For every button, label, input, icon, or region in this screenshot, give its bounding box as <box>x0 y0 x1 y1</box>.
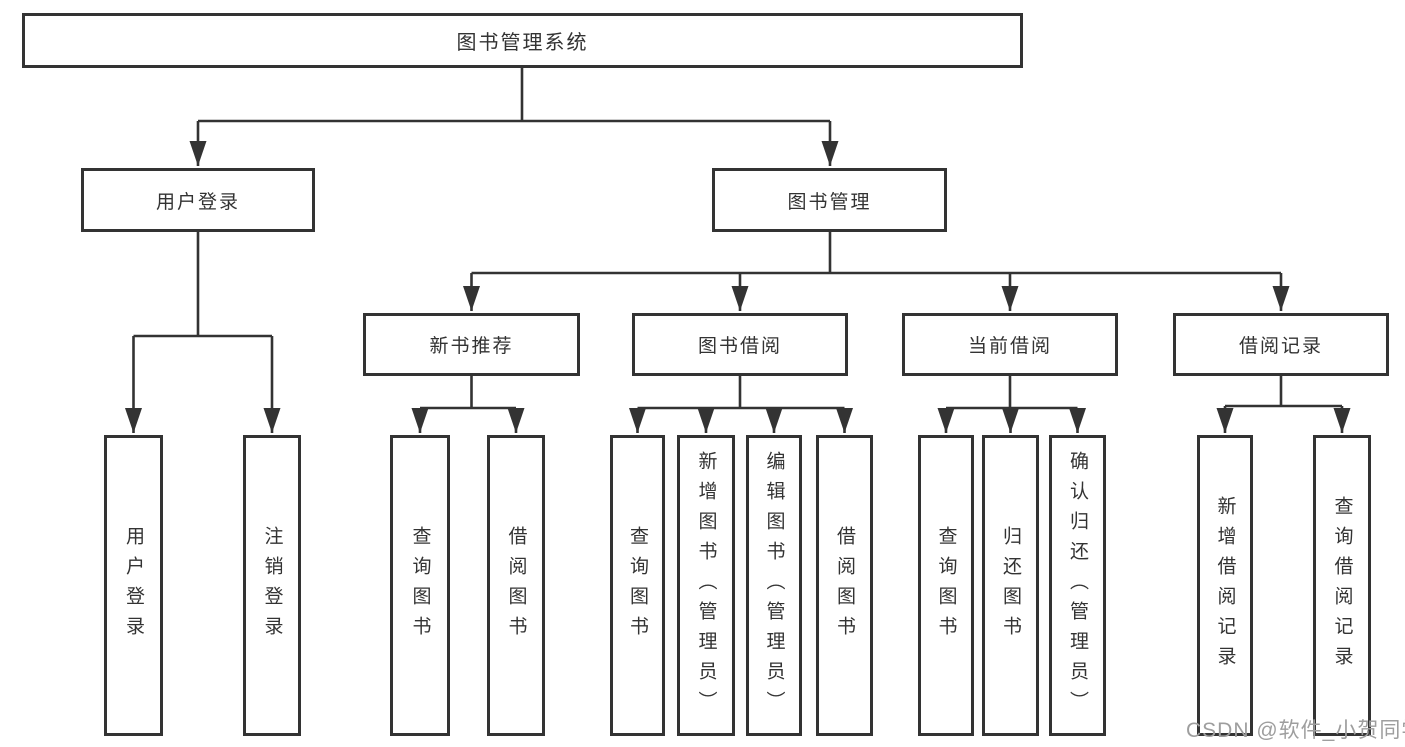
leaf-borrow-books-recommend: 借阅图书 <box>487 435 545 736</box>
connector-current-borrowing <box>946 376 1078 410</box>
node-new-book-recommendation: 新书推荐 <box>363 313 580 376</box>
connector-borrowing-records <box>1225 376 1342 408</box>
leaf-label: 查询图书 <box>935 525 957 646</box>
leaf-label: 借阅图书 <box>505 525 527 646</box>
leaf-query-books-current: 查询图书 <box>918 435 974 736</box>
leaf-add-borrow-record: 新增借阅记录 <box>1197 435 1253 736</box>
leaf-label: 编辑图书（管理员） <box>763 450 785 721</box>
leaf-user-login: 用户登录 <box>104 435 163 736</box>
connector-user-login <box>133 232 272 338</box>
node-user-login: 用户登录 <box>81 168 315 232</box>
node-library-management-system: 图书管理系统 <box>22 13 1023 68</box>
csdn-watermark: CSDN @软件_小贺同学 <box>1186 719 1405 742</box>
leaf-label: 查询图书 <box>409 525 431 646</box>
leaf-label: 确认归还（管理员） <box>1067 450 1088 721</box>
leaf-label: 归还图书 <box>1000 525 1021 646</box>
node-book-management: 图书管理 <box>712 168 947 232</box>
leaf-label: 查询图书 <box>627 525 648 646</box>
connector-book-management <box>471 232 1281 275</box>
leaf-query-borrow-record: 查询借阅记录 <box>1313 435 1371 736</box>
leaf-edit-books-admin: 编辑图书（管理员） <box>746 435 802 736</box>
leaf-label: 新增图书（管理员） <box>695 450 717 721</box>
leaf-label: 注销登录 <box>261 525 283 646</box>
node-current-borrowing: 当前借阅 <box>902 313 1118 376</box>
leaf-return-books: 归还图书 <box>982 435 1039 736</box>
leaf-add-books-admin: 新增图书（管理员） <box>677 435 735 736</box>
connector-new-book <box>420 376 516 410</box>
leaf-label: 新增借阅记录 <box>1214 495 1236 676</box>
connector-book-borrowing <box>637 376 845 410</box>
leaf-borrow-books: 借阅图书 <box>816 435 873 736</box>
leaf-label: 借阅图书 <box>834 525 855 646</box>
node-borrowing-records: 借阅记录 <box>1173 313 1389 376</box>
leaf-logout: 注销登录 <box>243 435 301 736</box>
leaf-label: 用户登录 <box>123 525 144 646</box>
leaf-label: 查询借阅记录 <box>1331 495 1353 676</box>
leaf-query-books-recommend: 查询图书 <box>390 435 450 736</box>
connector-root <box>198 68 830 123</box>
leaf-confirm-return-admin: 确认归还（管理员） <box>1049 435 1106 736</box>
node-book-borrowing: 图书借阅 <box>632 313 848 376</box>
leaf-query-books-borrow: 查询图书 <box>610 435 665 736</box>
